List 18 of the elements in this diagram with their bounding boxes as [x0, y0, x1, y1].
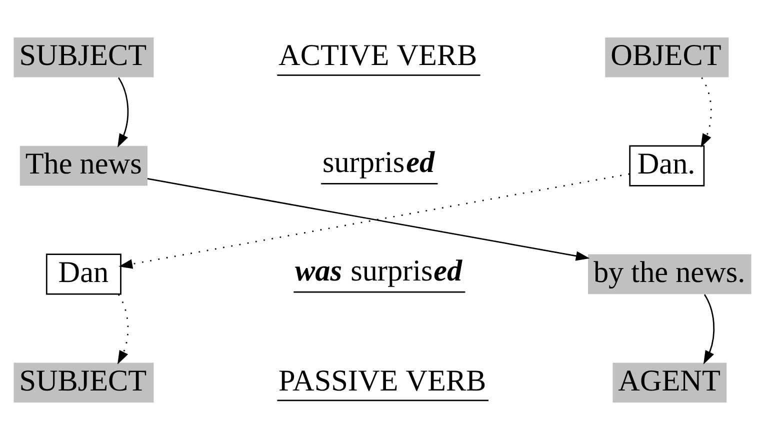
- node-box: SUBJECT: [14, 37, 154, 77]
- node-box: by the news.: [588, 254, 752, 294]
- label: was surprised: [295, 253, 462, 288]
- label: ACTIVE VERB: [278, 38, 478, 72]
- arrow: [118, 172, 630, 268]
- arrow: [700, 76, 712, 148]
- label: PASSIVE VERB: [278, 362, 486, 397]
- arrow: [117, 76, 129, 148]
- node-box: Dan.: [629, 144, 705, 186]
- node-box: SUBJECT: [14, 362, 154, 402]
- node-box: AGENT: [612, 362, 727, 402]
- arrow: [117, 294, 129, 364]
- node-box: The news: [20, 145, 148, 186]
- node-box: Dan: [46, 253, 122, 294]
- arrow: [703, 294, 715, 364]
- arrow: [147, 178, 590, 260]
- label: surprised: [322, 144, 435, 179]
- node-box: OBJECT: [605, 37, 729, 77]
